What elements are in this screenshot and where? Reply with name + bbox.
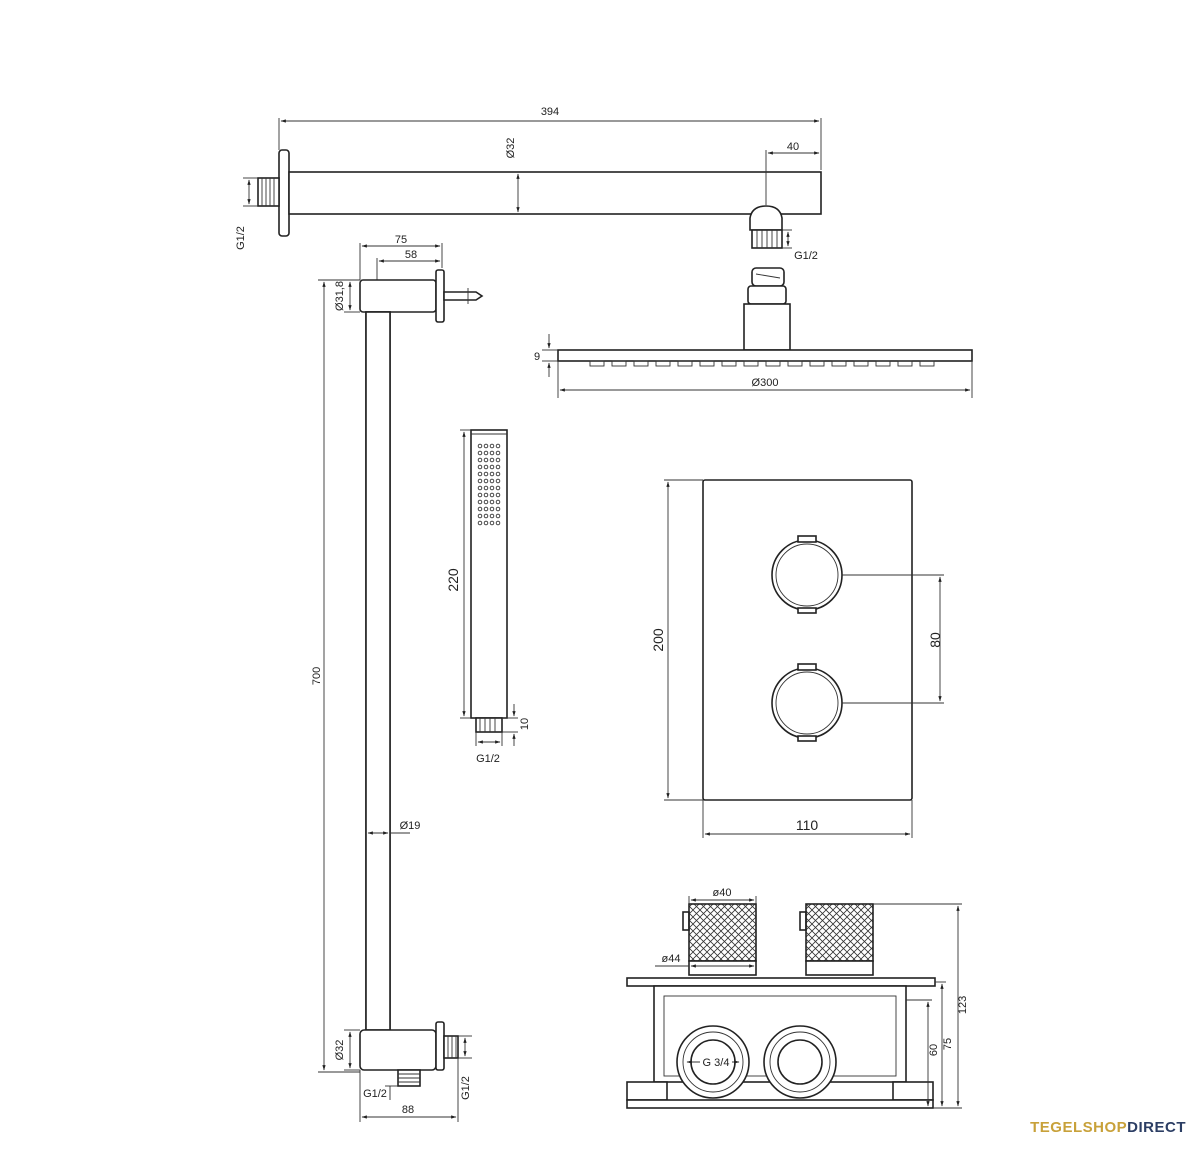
bar-top-diameter-label: Ø31,8 — [334, 281, 346, 311]
slide-bar: 75 58 Ø31,8 700 Ø19 — [311, 234, 484, 1122]
rain-shower-head: 9 Ø300 — [534, 267, 973, 398]
brand-logo: TEGELSHOPDIRECT — [1030, 1119, 1186, 1136]
spray-holes — [477, 443, 501, 526]
arm-diameter-label: Ø32 — [505, 138, 517, 159]
hand-bottom-label: 10 — [519, 718, 531, 730]
knob-diameter-label: ø40 — [713, 887, 732, 899]
head-thickness-label: 9 — [534, 351, 540, 363]
wall-thread-label: G1/2 — [235, 226, 247, 250]
hand-thread-label: G1/2 — [476, 753, 500, 765]
depth-75-label: 75 — [942, 1038, 954, 1050]
knob-spacing-label: 80 — [927, 632, 943, 648]
bar-bottom-width-label: 88 — [402, 1104, 414, 1116]
depth-123-label: 123 — [957, 996, 969, 1014]
hand-shower: 220 10 G1/2 — [445, 429, 531, 765]
bar-offset-75-label: 75 — [395, 234, 407, 246]
nozzle-row — [589, 360, 935, 367]
bar-offset-58-label: 58 — [405, 249, 417, 261]
depth-60-label: 60 — [928, 1044, 940, 1056]
brand-part-1: TEGELSHOP — [1030, 1119, 1128, 1136]
plate-height-label: 200 — [650, 628, 666, 652]
arm-end-label: 40 — [787, 141, 799, 153]
hand-length-label: 220 — [445, 568, 461, 592]
bar-diameter-label: Ø19 — [400, 820, 421, 832]
plate-width-label: 110 — [796, 817, 819, 833]
brand-part-2: DIRECT — [1127, 1119, 1186, 1136]
bar-bottom-diameter-label: Ø32 — [334, 1040, 346, 1061]
thermostat-plate: 80 200 110 — [650, 479, 944, 838]
arm-thread-label: G1/2 — [794, 250, 818, 262]
arm-length-label: 394 — [541, 106, 559, 118]
bar-bottom-thread-left-label: G1/2 — [363, 1088, 387, 1100]
bar-bottom-thread-right-label: G1/2 — [460, 1076, 472, 1100]
ring-diameter-label: ø44 — [662, 953, 681, 965]
concealed-body: ø40 ø44 G 3/4 123 75 60 — [626, 887, 969, 1109]
shower-arm: 394 G1/2 Ø32 40 G1/2 — [235, 106, 822, 262]
head-diameter-label: Ø300 — [752, 377, 779, 389]
bar-length-label: 700 — [311, 667, 323, 685]
body-inlet-label: G 3/4 — [703, 1057, 730, 1069]
